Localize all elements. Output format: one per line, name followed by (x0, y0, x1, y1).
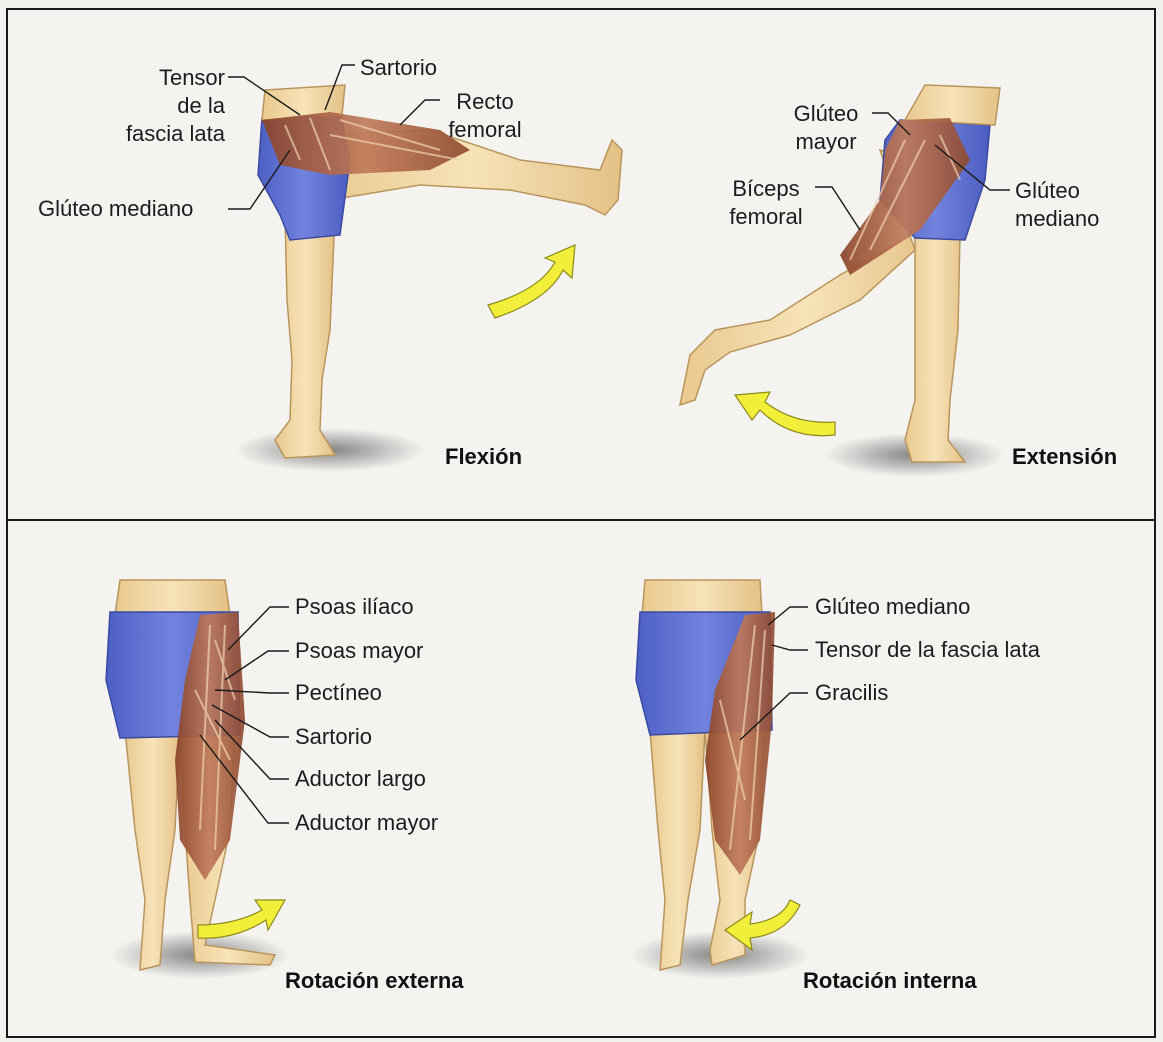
label-sartorio-ext: Sartorio (295, 723, 372, 751)
label-pectineo: Pectíneo (295, 679, 382, 707)
label-biceps-femoral: Bíceps femoral (720, 175, 812, 231)
label-gluteo-mediano: Glúteo mediano (38, 195, 193, 223)
label-psoas-iliaco: Psoas ilíaco (295, 593, 414, 621)
label-tensor-fascia-lata-int: Tensor de la fascia lata (815, 636, 1040, 664)
label-gracilis: Gracilis (815, 679, 888, 707)
caption-extension: Extensión (1012, 444, 1117, 470)
flexion-figure (228, 65, 622, 472)
label-gluteo-mayor: Glúteo mayor (780, 100, 872, 156)
label-tensor-fascia-lata: Tensor de la fascia lata (95, 64, 225, 148)
label-gluteo-mediano-int: Glúteo mediano (815, 593, 970, 621)
label-recto-femoral: Recto femoral (440, 88, 530, 144)
standing-leg (275, 215, 335, 458)
label-aductor-largo: Aductor largo (295, 765, 426, 793)
caption-rotacion-externa: Rotación externa (285, 968, 464, 994)
rotacion-interna-figure (630, 580, 810, 979)
label-psoas-mayor: Psoas mayor (295, 637, 423, 665)
arrow-flexion (488, 245, 575, 318)
rotacion-externa-figure (106, 580, 290, 979)
label-sartorio: Sartorio (360, 54, 437, 82)
label-aductor-mayor: Aductor mayor (295, 809, 438, 837)
caption-flexion: Flexión (445, 444, 522, 470)
label-gluteo-mediano-ext: Glúteo mediano (1015, 177, 1099, 233)
caption-rotacion-interna: Rotación interna (803, 968, 977, 994)
